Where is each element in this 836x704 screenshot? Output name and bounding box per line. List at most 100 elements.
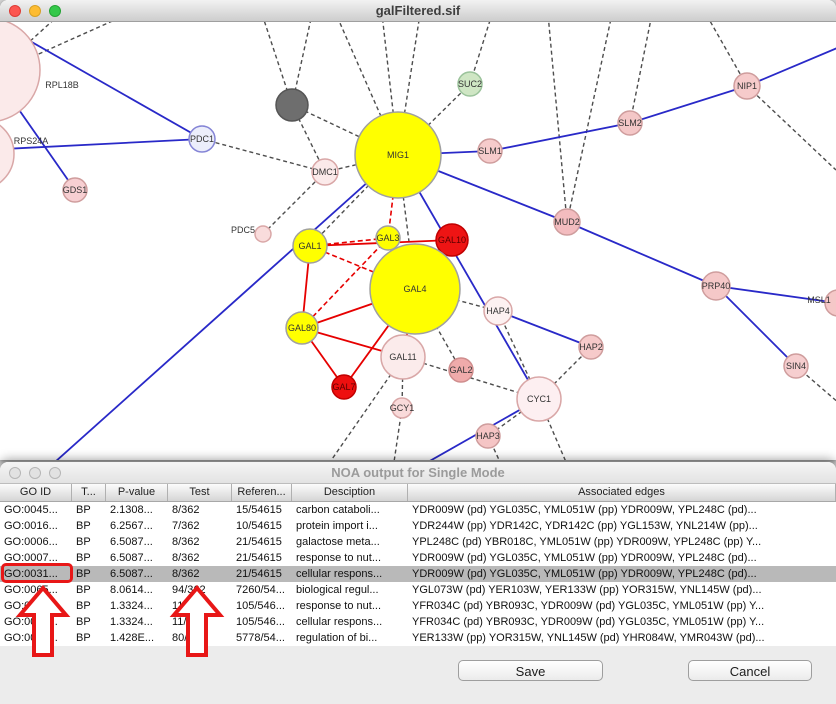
network-edge-pd[interactable] [746, 85, 836, 171]
table-row[interactable]: GO:0050...BP1.428E...80/3625778/54...reg… [0, 630, 836, 646]
network-edge-pd[interactable] [538, 346, 592, 400]
network-node-gcy1[interactable]: GCY1 [390, 397, 415, 419]
network-edge-rd[interactable] [309, 245, 416, 290]
network-node-hap4[interactable]: HAP4 [483, 296, 513, 326]
network-node-unnamed-dark[interactable] [275, 88, 309, 122]
network-node-prp40[interactable]: PRP40 [701, 271, 731, 301]
network-node-gal1[interactable]: GAL1 [292, 228, 328, 264]
network-edge-pp[interactable] [715, 285, 797, 367]
column-header-desciption[interactable]: Desciption [292, 484, 408, 501]
noa-window-titlebar[interactable]: NOA output for Single Mode [0, 462, 836, 484]
node-circle[interactable] [483, 296, 513, 326]
network-edge-pd[interactable] [548, 22, 568, 223]
column-header-referen[interactable]: Referen... [232, 484, 292, 501]
network-edge-pp[interactable] [746, 46, 836, 87]
network-node-slm1[interactable]: SLM1 [477, 138, 503, 164]
network-edge-pd[interactable] [538, 398, 566, 460]
node-circle[interactable] [617, 110, 643, 136]
network-node-rpl18b[interactable]: RPL18B [0, 22, 79, 122]
node-circle[interactable] [477, 138, 503, 164]
column-header-test[interactable]: Test [168, 484, 232, 501]
zoom-button[interactable] [49, 466, 61, 479]
network-edge-pd[interactable] [291, 104, 399, 156]
node-circle[interactable] [380, 334, 426, 380]
network-window-titlebar[interactable]: galFiltered.sif [0, 0, 836, 22]
network-edge-rd[interactable] [301, 237, 389, 329]
node-circle[interactable] [824, 289, 836, 317]
close-button[interactable] [9, 4, 21, 17]
network-edge-pp[interactable] [489, 122, 631, 152]
node-circle[interactable] [292, 228, 328, 264]
network-edge-pp[interactable] [566, 221, 717, 287]
network-edge-pp[interactable] [55, 154, 399, 460]
network-node-gal3[interactable]: GAL3 [375, 225, 401, 251]
network-node-msl1[interactable]: MSL1 [807, 289, 836, 317]
network-node-sin4[interactable]: SIN4 [783, 353, 809, 379]
network-edge-pp[interactable] [497, 310, 592, 348]
network-node-pdc1[interactable]: PDC1 [188, 125, 216, 153]
network-node-hap2[interactable]: HAP2 [578, 334, 604, 360]
network-edge-pd[interactable] [262, 171, 326, 235]
zoom-button[interactable] [49, 4, 61, 17]
node-circle[interactable] [254, 225, 272, 243]
node-circle[interactable] [783, 353, 809, 379]
node-circle[interactable] [285, 311, 319, 345]
node-circle[interactable] [369, 243, 461, 335]
node-circle[interactable] [733, 72, 761, 100]
node-circle[interactable] [448, 357, 474, 383]
node-circle[interactable] [701, 271, 731, 301]
node-circle[interactable] [0, 22, 41, 122]
network-edge-pp[interactable] [715, 285, 836, 304]
network-node-nip1[interactable]: NIP1 [733, 72, 761, 100]
network-edge-pp[interactable] [629, 85, 748, 124]
node-circle[interactable] [516, 376, 562, 422]
network-edge-pd[interactable] [291, 104, 326, 173]
node-circle[interactable] [578, 334, 604, 360]
node-circle[interactable] [188, 125, 216, 153]
node-circle[interactable] [331, 374, 357, 400]
network-node-cyc1[interactable]: CYC1 [516, 376, 562, 422]
column-header-go-id[interactable]: GO ID [0, 484, 72, 501]
network-node-mud2[interactable]: MUD2 [553, 208, 581, 236]
node-circle[interactable] [435, 223, 469, 257]
network-node-gal11[interactable]: GAL11 [380, 334, 426, 380]
minimize-button[interactable] [29, 466, 41, 479]
network-node-gal2[interactable]: GAL2 [448, 357, 474, 383]
network-edge-pp[interactable] [397, 154, 540, 400]
network-edge-pd[interactable] [487, 435, 500, 460]
network-node-gal80[interactable]: GAL80 [285, 311, 319, 345]
network-node-gal7[interactable]: GAL7 [331, 374, 357, 400]
network-edge-pd[interactable] [566, 22, 612, 223]
network-node-hap3[interactable]: HAP3 [475, 423, 501, 449]
node-circle[interactable] [354, 111, 442, 199]
minimize-button[interactable] [29, 4, 41, 17]
node-circle[interactable] [391, 397, 413, 419]
cancel-button[interactable]: Cancel [688, 660, 812, 681]
network-edge-rd[interactable] [309, 237, 389, 247]
network-edge-pd[interactable] [336, 22, 399, 156]
network-node-gal10[interactable]: GAL10 [435, 223, 469, 257]
network-node-rps24a[interactable]: RPS24A [0, 118, 48, 190]
network-node-slm2[interactable]: SLM2 [617, 110, 643, 136]
node-circle[interactable] [0, 118, 15, 190]
network-node-pdc5[interactable]: PDC5 [231, 225, 272, 243]
network-edge-pd[interactable] [469, 22, 492, 85]
node-circle[interactable] [553, 208, 581, 236]
network-node-suc2[interactable]: SUC2 [457, 71, 483, 97]
network-edge-pd[interactable] [402, 356, 540, 400]
column-header-p-value[interactable]: P-value [106, 484, 168, 501]
column-header-t[interactable]: T... [72, 484, 106, 501]
network-edge-pp[interactable] [0, 138, 203, 151]
network-node-mig1[interactable]: MIG1 [354, 111, 442, 199]
node-circle[interactable] [457, 71, 483, 97]
node-circle[interactable] [62, 177, 88, 203]
node-circle[interactable] [375, 225, 401, 251]
